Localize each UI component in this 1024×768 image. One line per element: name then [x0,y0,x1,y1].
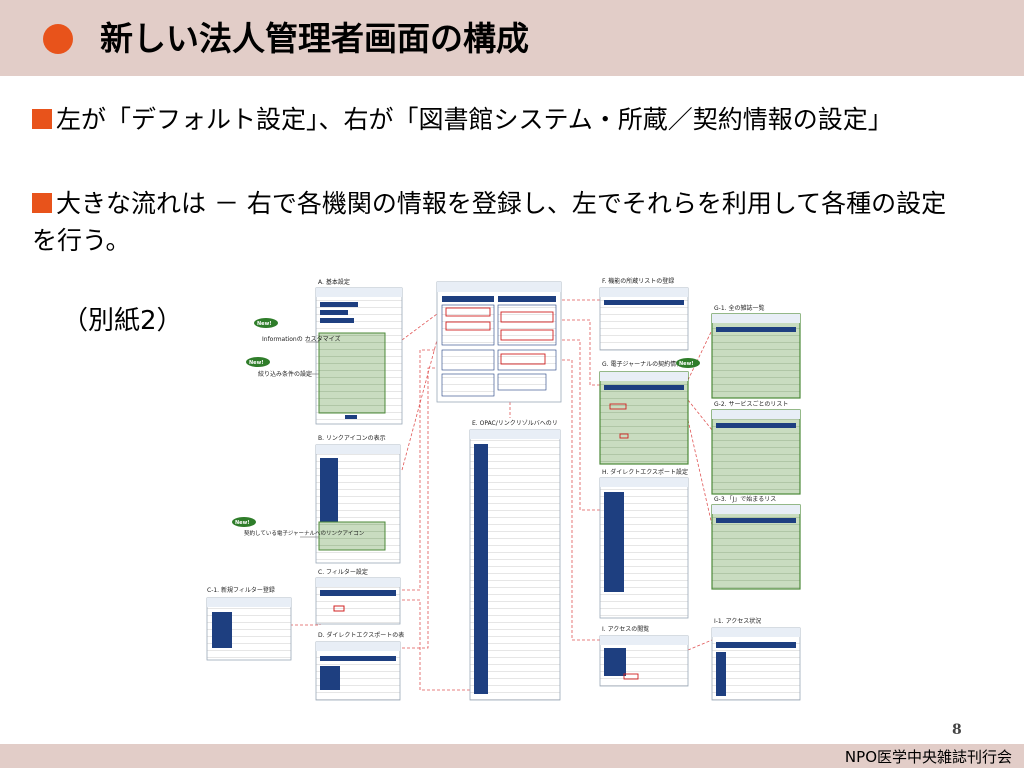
screen-d [315,641,401,701]
screen-c1 [206,597,292,661]
new-badge-icon [254,318,278,328]
connector-line [562,319,600,386]
new-badge-label: New! [249,360,263,366]
annex-label: （別紙2） [62,306,183,336]
callout-filter: New! 絞り込み条件の設定 [246,357,319,378]
caption-g: G. 電子ジャーナルの契約情報の [602,360,688,368]
callout-filter-text: 絞り込み条件の設定 [258,370,312,378]
connector-lines [290,299,713,691]
screen-i1 [711,627,801,701]
screen-g [599,371,689,465]
caption-d: D. ダイレクトエクスポートの表 [318,631,404,639]
caption-g3: G-3.「J」で始まるリス [714,495,776,503]
caption-g1: G-1. 全の雑誌一覧 [714,304,764,312]
title-bullet-icon [43,24,73,54]
callout-information: New! Informationの カスタマイズ [254,318,340,343]
caption-c: C. フィルター設定 [318,568,368,576]
connector-line [290,600,321,626]
screen-a [315,287,403,425]
callout-contract-icon: New! 契約している電子ジャーナルへのリンクアイコン [232,517,365,538]
connector-line [687,639,713,651]
new-badge-g: New! [676,358,700,368]
screen-g1 [711,313,801,399]
screen-f [599,287,689,351]
caption-f: F. 機能の所蔵リストの登録 [602,277,674,285]
caption-e: E. OPAC/リンクリゾルバへのリ [472,420,558,427]
screen-h [599,477,689,619]
screen-g3 [711,504,801,590]
callout-contract-text: 契約している電子ジャーナルへのリンクアイコン [244,529,365,537]
page-number: 8 [952,722,962,738]
paragraph-1-text: 左が「デフォルト設定」、右が「図書館システム・所蔵／契約情報の設定」 [56,105,893,134]
screen-i [599,635,689,687]
new-badge-label: New! [257,321,271,327]
square-bullet-icon [32,109,52,129]
connector-line [562,339,600,511]
caption-i: I. アクセスの閲覧 [602,625,649,633]
new-badge-label: New! [235,520,249,526]
caption-a: A. 基本設定 [318,278,350,286]
caption-b: B. リンクアイコンの表示 [318,434,386,442]
connector-line [402,367,437,649]
screen-top [436,281,562,403]
caption-c1: C-1. 新規フィルター登録 [207,586,275,594]
slide-title: 新しい法人管理者画面の構成 [100,19,529,58]
connector-line [562,359,600,641]
caption-i1: I-1. アクセス状況 [714,617,761,625]
caption-g2: G-2. サービスごとのリスト [714,400,788,408]
connector-line [402,599,470,691]
new-badge-label: New! [679,361,693,367]
square-bullet-icon [32,193,52,213]
connector-line [402,349,437,591]
header-band [0,0,1024,76]
footer-band [0,744,1024,768]
connector-line [687,399,713,431]
callout-information-text: Informationの カスタマイズ [262,335,340,343]
screen-b [315,444,401,564]
screen-g2 [711,409,801,495]
screen-c [315,577,401,625]
connector-line [401,313,438,341]
connector-line [401,339,438,471]
paragraph-1: 左が「デフォルト設定」、右が「図書館システム・所蔵／契約情報の設定」 [32,101,952,138]
new-badge-icon [232,517,256,527]
new-badge-icon [246,357,270,367]
connector-line [687,419,713,526]
connector-line [687,329,713,381]
screen-e [469,429,561,701]
paragraph-2-text: 大きな流れは － 右で各機関の情報を登録し、左でそれらを利用して各種の設定を行う… [32,189,947,255]
caption-h: H. ダイレクトエクスポート設定 [602,468,688,476]
footer-organization: NPO医学中央雑誌刊行会 [844,748,1012,766]
new-badge-icon [676,358,700,368]
paragraph-2: 大きな流れは － 右で各機関の情報を登録し、左でそれらを利用して各種の設定を行う… [32,185,952,259]
